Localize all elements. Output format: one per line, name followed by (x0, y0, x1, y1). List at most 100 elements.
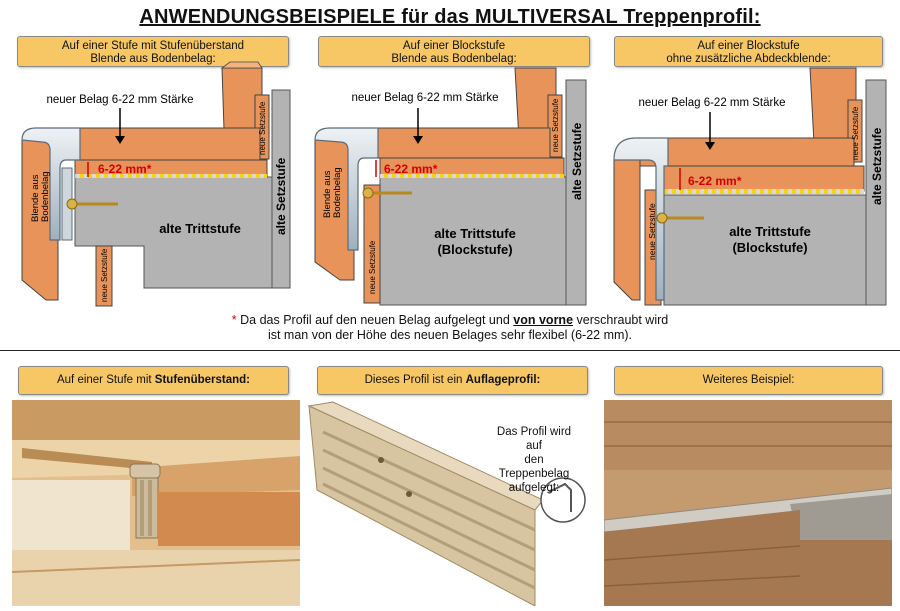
diagram-1-header-line1: Auf einer Stufe mit Stufenüberstand (61, 40, 245, 52)
photo-3-header-prefix: Weiteres Beispiel: (702, 374, 795, 386)
new-riser-top (547, 94, 563, 158)
photo-2-header-prefix: Dieses Profil ist ein (364, 374, 463, 386)
old-riser-label: alte Setzstufe (274, 157, 288, 235)
blende-label-2: Bodenbelag (332, 167, 343, 218)
old-riser-label: alte Setzstufe (570, 122, 584, 200)
tread-top (604, 470, 892, 520)
tread-label-1: alte Trittstufe (434, 226, 516, 241)
new-covering-top (359, 127, 551, 159)
stair-profile (21, 127, 81, 241)
photo-1-header-bold: Stufenüberstand: (154, 374, 250, 386)
profile-nose (129, 463, 161, 479)
footnote-part1: Da das Profil auf den neuen Belag aufgel… (240, 313, 510, 327)
old-riser-label: alte Setzstufe (870, 127, 884, 205)
upper-riser (604, 400, 892, 470)
photo-1-header-prefix: Auf einer Stufe mit (56, 374, 152, 386)
footnote-line1: * Da das Profil auf den neuen Belag aufg… (190, 313, 710, 328)
tread-label-1: alte Trittstufe (729, 224, 811, 239)
screw-hole-1 (378, 457, 384, 463)
groove-1 (322, 430, 536, 532)
adhesive-layer (75, 174, 267, 178)
photo-caption-line2: den Treppenbelag (498, 454, 570, 480)
tread-label-2: (Blockstufe) (732, 240, 807, 255)
belag-arrow-head (115, 136, 125, 144)
new-riser-top-label: neue Setzstufe (258, 101, 267, 155)
blende-label-1: Blende aus (30, 174, 41, 222)
blende-wood (158, 492, 300, 546)
detail-circle (540, 477, 586, 523)
new-riser-bottom-label: neue Setzstufe (647, 203, 657, 260)
groove-4 (322, 482, 536, 590)
old-tread (663, 194, 867, 306)
old-riser (865, 79, 887, 306)
lower-tread (12, 550, 300, 606)
old-riser (565, 79, 587, 306)
adhesive-layer (380, 174, 564, 178)
new-covering (132, 456, 300, 496)
new-covering-top (639, 137, 855, 167)
lower-riser (604, 510, 800, 606)
lower-edge (12, 559, 300, 573)
diagram-2-header-line2: Blende aus Bodenbelag: (391, 53, 517, 65)
stair-profile (314, 127, 379, 251)
groove-2 (322, 448, 536, 552)
footnote-star: * (231, 313, 237, 327)
groove-3 (322, 466, 536, 572)
photo-2-header-bold: Auflageprofil: (465, 374, 541, 386)
diagram-2-header: Auf einer Blockstufe Blende aus Bodenbel… (318, 36, 590, 67)
diagram-3-header-line2: ohne zusätzliche Abdeckblende: (666, 53, 831, 65)
footnote-emphasis: von vorne (513, 313, 574, 327)
stair-diagrams: neuer Belag 6-22 mm Stärke 6-22 mm* alte… (21, 61, 887, 307)
dimension-label: 6-22 mm* (384, 162, 438, 176)
diagram-3-header-line1: Auf einer Blockstufe (697, 40, 800, 52)
profile-groove-1 (140, 480, 144, 536)
photo-wood-stair (604, 400, 892, 606)
profile-side (790, 494, 892, 546)
new-covering-top (61, 127, 261, 161)
footnote: * Da das Profil auf den neuen Belag aufg… (190, 313, 710, 343)
detail-profile (548, 482, 572, 512)
new-riser-bottom-label: neue Setzstufe (368, 240, 377, 294)
photo-caption-line3: aufgelegt: (508, 482, 560, 494)
photo-profile (303, 400, 593, 606)
lower-riser-right (800, 540, 892, 606)
diagram-1: neuer Belag 6-22 mm Stärke 6-22 mm* alte… (21, 61, 291, 307)
diagram-2: neuer Belag 6-22 mm Stärke 6-22 mm* alte… (314, 67, 587, 306)
tread-label: alte Trittstufe (159, 221, 241, 236)
wood-grain-4 (604, 575, 801, 587)
belag-arrow-head (705, 142, 715, 150)
front-riser (613, 138, 641, 301)
photo-2-header: Dieses Profil ist ein Auflageprofil: (317, 366, 588, 395)
photo-stair-overhang (12, 400, 300, 606)
new-riser-bottom-label: neue Setzstufe (100, 248, 109, 302)
upper-step-top (220, 61, 263, 69)
new-riser-top-label: neue Setzstufe (551, 98, 560, 152)
old-tread (379, 176, 567, 306)
diagram-1-header-line2: Blende aus Bodenbelag: (90, 53, 216, 65)
blende-label-2: Bodenbelag (40, 171, 51, 222)
screw-head (362, 187, 374, 199)
page-title: ANWENDUNGSBEISPIELE für das MULTIVERSAL … (139, 6, 761, 28)
profile-face (308, 405, 536, 606)
belag-label: neuer Belag 6-22 mm Stärke (351, 92, 498, 104)
belag-arrow-head (413, 136, 423, 144)
diagram-2-header-line1: Auf einer Blockstufe (402, 40, 506, 52)
footnote-part2: verschraubt wird (576, 313, 669, 327)
diagram-3-header: Auf einer Blockstufe ohne zusätzliche Ab… (614, 36, 883, 67)
tread-label-2: (Blockstufe) (437, 242, 512, 257)
photo-1-header: Auf einer Stufe mit Stufenüberstand: (18, 366, 289, 395)
dimension-label: 6-22 mm* (688, 174, 742, 188)
photo-caption-line1: Das Profil wird auf (496, 426, 572, 452)
photo-3-header: Weiteres Beispiel: (614, 366, 883, 395)
new-riser-bottom (95, 245, 113, 307)
screw-hole-2 (406, 491, 412, 497)
old-riser (271, 89, 291, 289)
tread-edge (22, 448, 152, 470)
profile-groove-2 (148, 480, 152, 536)
section-divider (0, 350, 900, 351)
diagram-3: neuer Belag 6-22 mm Stärke 6-22 mm* alte… (613, 67, 887, 306)
footnote-line2: ist man von der Höhe des neuen Belages s… (267, 328, 633, 342)
new-riser-bottom (363, 184, 381, 304)
photo-caption: Das Profil wird auf den Treppenbelag auf… (488, 425, 580, 495)
upper-wall (12, 400, 300, 440)
